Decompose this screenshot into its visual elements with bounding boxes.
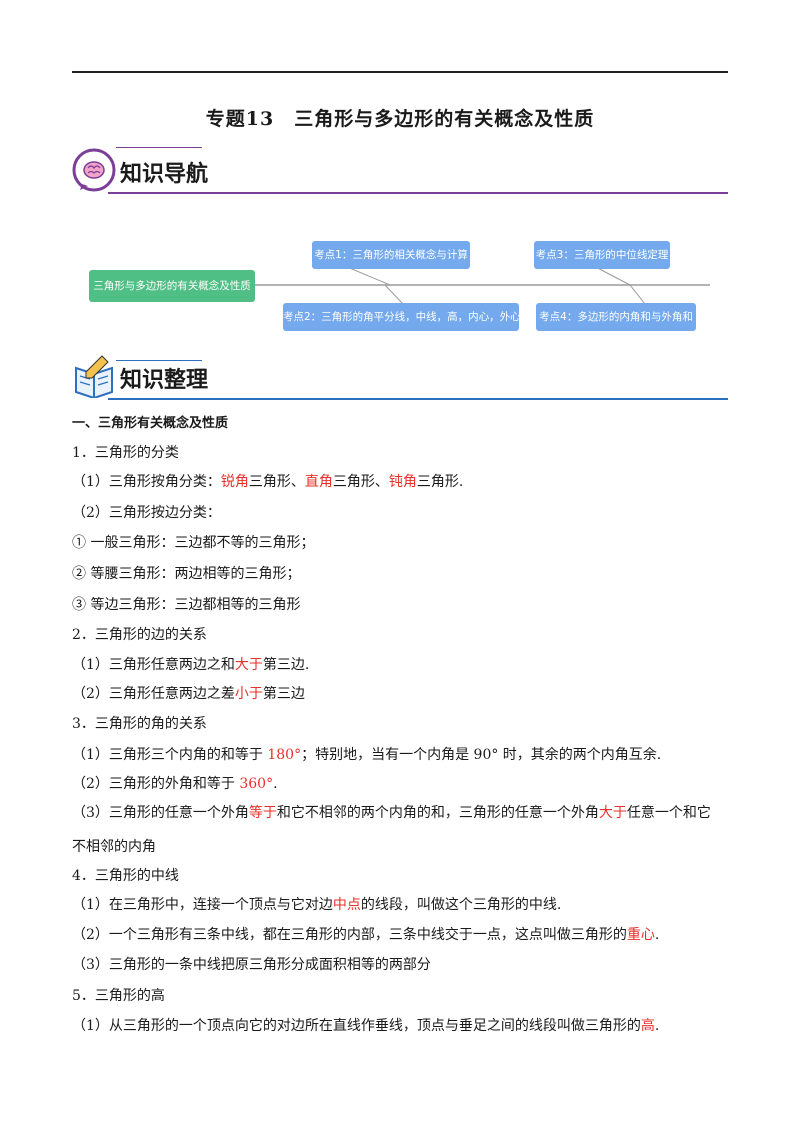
summary-underline-short [116,360,202,361]
text-line: （3）三角形的任意一个外角等于和它不相邻的两个内角的和，三角形的任意一个外角大于… [72,805,711,821]
text-line: 4．三角形的中线 [72,868,179,884]
text-line: （2）三角形任意两边之差小于第三边 [72,686,305,702]
text-line: （3）三角形的一条中线把原三角形分成面积相等的两部分 [72,957,431,973]
highlight-term: 180° [267,747,302,763]
line-text: 1．三角形的分类 [72,445,179,461]
highlight-term: 高 [640,1018,655,1034]
nav-underline [108,192,728,194]
highlight-term: 中点 [332,897,361,913]
map-point-3: 考点3：三角形的中位线定理 [534,241,670,269]
nav-section-header: 知识导航 [72,146,728,196]
text-line: 不相邻的内角 [72,839,156,855]
text-line: （2）三角形按边分类： [72,505,221,521]
highlight-term: 小于 [234,686,263,702]
text-line: （1）三角形任意两边之和大于第三边. [72,657,310,673]
page-title: 专题13 三角形与多边形的有关概念及性质 [205,108,595,130]
text-line: （2）一个三角形有三条中线，都在三角形的内部，三条中线交于一点，这点叫做三角形的… [72,927,660,943]
highlight-term: 重心 [626,927,655,943]
map-point-1: 考点1：三角形的相关概念与计算 [312,241,470,269]
text-line: （1）在三角形中，连接一个顶点与它对边中点的线段，叫做这个三角形的中线. [72,897,562,913]
book-icon [75,355,113,398]
text-line: （1）三角形三个内角的和等于 180°；特别地，当有一个内角是 90° 时，其余… [72,747,662,763]
text-line: 5．三角形的高 [72,988,165,1004]
text-line: 1．三角形的分类 [72,443,179,463]
highlight-term: 直角 [304,474,333,490]
summary-section-header: 知识整理 [72,352,728,402]
text-line: （1）三角形按角分类：锐角三角形、直角三角形、钝角三角形. [72,474,464,490]
nav-heading: 知识导航 [120,162,209,187]
summary-underline [108,398,728,400]
highlight-term: 锐角 [220,474,249,490]
text-line: （1）从三角形的一个顶点向它的对边所在直线作垂线，顶点与垂足之间的线段叫做三角形… [72,1018,660,1034]
highlight-term: 360° [239,776,274,792]
text-line: ① 一般三角形：三边都不等的三角形； [72,535,315,551]
text-line: ② 等腰三角形：两边相等的三角形； [72,566,301,582]
highlight-term: 大于 [234,657,263,673]
section-heading: 一、三角形有关概念及性质 [72,416,229,431]
highlight-term: 大于 [598,805,627,821]
brain-icon [72,148,116,192]
knowledge-map: 三角形与多边形的有关概念及性质 考点1：三角形的相关概念与计算 考点2：三角形的… [85,230,715,340]
top-rule [72,71,728,73]
map-point-2: 考点2：三角形的角平分线，中线，高，内心，外心 [283,303,521,331]
text-line: 3．三角形的角的关系 [72,716,207,732]
nav-underline-short [116,147,202,148]
highlight-term: 等于 [248,805,277,821]
highlight-term: 钝角 [388,474,417,490]
text-line: 2．三角形的边的关系 [72,627,207,643]
text-line: ③ 等边三角形：三边都相等的三角形 [72,597,301,613]
summary-heading: 知识整理 [120,368,209,393]
text-line: （2）三角形的外角和等于 360°. [72,776,278,792]
map-point-4: 考点4：多边形的内角和与外角和 [536,303,696,331]
map-root-node: 三角形与多边形的有关概念及性质 [89,270,255,302]
